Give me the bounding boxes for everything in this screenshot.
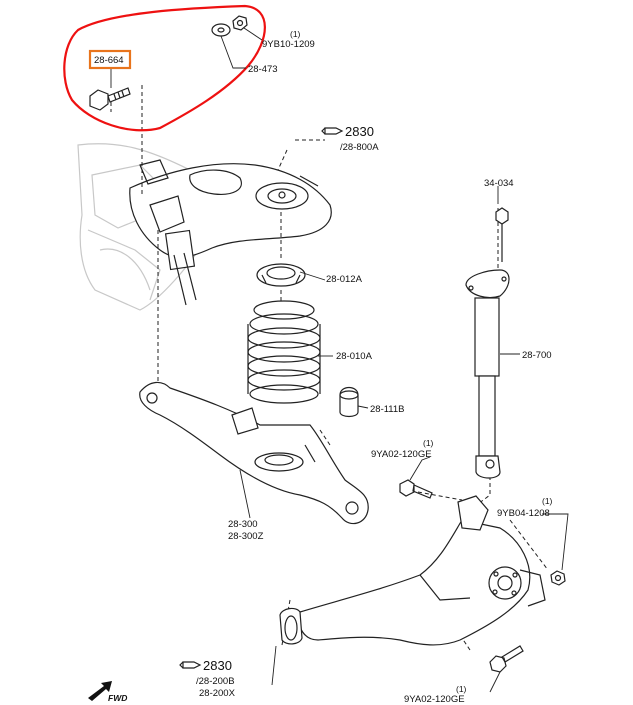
bolt-28-664[interactable] (89, 87, 131, 111)
label-28-800a[interactable]: /28-800A (340, 142, 379, 153)
label-9ya02-120ge-lower[interactable]: 9YA02-120GE (404, 694, 465, 705)
label-fwd: FWD (108, 693, 127, 703)
spring-seat-28-012a[interactable] (256, 263, 306, 287)
label-28-700[interactable]: 28-700 (522, 350, 552, 361)
label-9yb04-1208[interactable]: 9YB04-1208 (497, 508, 550, 519)
fwd-arrow-icon: FWD (88, 681, 127, 703)
finger-pointer-icon (321, 127, 344, 135)
annotation-ring (63, 4, 266, 132)
leader-lines (110, 27, 569, 693)
label-qty-9ya02-lower: (1) (456, 684, 467, 694)
label-28-012a[interactable]: 28-012A (326, 274, 363, 285)
label-34-034[interactable]: 34-034 (484, 178, 514, 189)
label-28-111b[interactable]: 28-111B (370, 404, 405, 415)
finger-pointer-icon (179, 661, 202, 669)
label-28-300[interactable]: 28-300 (228, 519, 258, 530)
label-qty-9ya02-upper: (1) (423, 438, 434, 448)
bump-stop-28-111b[interactable] (339, 386, 359, 418)
label-28-300z[interactable]: 28-300Z (228, 531, 264, 542)
lower-arm-28-300[interactable] (139, 381, 369, 525)
nut-9yb04-1208[interactable] (550, 570, 566, 586)
label-ref-2830-top[interactable]: 2830 (345, 124, 374, 139)
nut-9yb10-1209[interactable] (232, 15, 248, 31)
label-qty-9yb04: (1) (542, 496, 553, 506)
label-9ya02-120ge-upper[interactable]: 9YA02-120GE (371, 449, 432, 460)
label-28-664[interactable]: 28-664 (94, 55, 124, 66)
trailing-arm-28-200b[interactable] (279, 495, 546, 646)
label-ref-2830-bottom[interactable]: 2830 (203, 658, 232, 673)
bolt-9ya02-120ge-upper[interactable] (399, 479, 433, 499)
highlight-box-28-664 (88, 49, 132, 70)
label-28-473[interactable]: 28-473 (248, 64, 278, 75)
label-28-200b[interactable]: /28-200B (196, 676, 235, 687)
label-28-200x[interactable]: 28-200X (199, 688, 236, 699)
label-28-010a[interactable]: 28-010A (336, 351, 373, 362)
coil-spring-28-010a[interactable] (247, 300, 321, 404)
washer-28-473[interactable] (211, 23, 231, 37)
shock-absorber-28-700[interactable] (465, 207, 510, 479)
bolt-9ya02-120ge-lower[interactable] (489, 645, 524, 673)
label-qty-9yb10: (1) (290, 29, 301, 39)
label-9yb10-1209[interactable]: 9YB10-1209 (262, 39, 315, 50)
crossmember[interactable] (129, 159, 332, 306)
